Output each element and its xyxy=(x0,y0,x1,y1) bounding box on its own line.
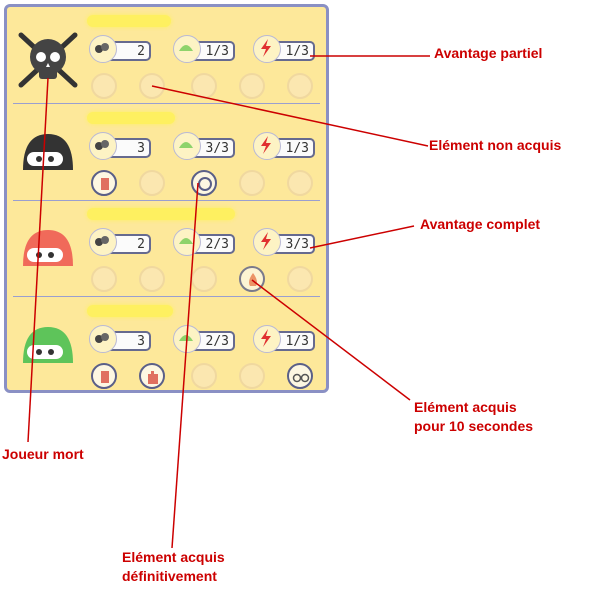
glove-element-off xyxy=(139,266,165,292)
ninja-icon xyxy=(23,134,73,170)
stat-shield: 2/3 xyxy=(173,325,235,353)
annotation-acquired-def-1: Elément acquis xyxy=(122,549,225,565)
stat-resources: 3 xyxy=(89,325,151,353)
shield-icon xyxy=(173,228,201,256)
row-divider xyxy=(13,296,320,297)
resources-icon xyxy=(89,228,117,256)
lightning-icon xyxy=(253,228,281,256)
annotation-complete: Avantage complet xyxy=(420,216,541,232)
row-divider xyxy=(13,103,320,104)
stat-shield: 2/3 xyxy=(173,228,235,256)
fire-element-off xyxy=(239,73,265,99)
player-name-blur xyxy=(87,208,235,220)
clock-element-off xyxy=(191,363,217,389)
player-name-blur xyxy=(87,15,171,27)
glasses-element-on xyxy=(287,363,313,389)
lightning-icon xyxy=(253,35,281,63)
ninja-icon xyxy=(23,327,73,363)
resources-icon xyxy=(89,325,117,353)
skull-icon xyxy=(18,32,78,88)
row-divider xyxy=(13,200,320,201)
stat-lightning: 3/3 xyxy=(253,228,315,256)
stat-lightning: 1/3 xyxy=(253,35,315,63)
stat-resources: 2 xyxy=(89,35,151,63)
glasses-element-off xyxy=(287,170,313,196)
annotation-dead: Joueur mort xyxy=(2,446,84,462)
lightning-icon xyxy=(253,325,281,353)
player-row: 2 1/3 1/3 xyxy=(7,7,326,104)
stat-lightning: 1/3 xyxy=(253,325,315,353)
stat-shield: 1/3 xyxy=(173,35,235,63)
boot-element-on xyxy=(91,170,117,196)
glove-element-on xyxy=(139,363,165,389)
boot-element-off xyxy=(91,266,117,292)
player-row: 3 2/3 1/3 xyxy=(7,297,326,393)
boot-element-off xyxy=(91,73,117,99)
stat-lightning: 1/3 xyxy=(253,132,315,160)
resources-icon xyxy=(89,35,117,63)
annotation-partial: Avantage partiel xyxy=(434,45,543,61)
player-name-blur xyxy=(87,112,175,124)
fire-element-off xyxy=(239,363,265,389)
resources-icon xyxy=(89,132,117,160)
shield-icon xyxy=(173,132,201,160)
player-row: 3 3/3 1/3 xyxy=(7,104,326,201)
stat-resources: 3 xyxy=(89,132,151,160)
annotation-acquired-10s-1: Elément acquis xyxy=(414,399,517,415)
player-name-blur xyxy=(87,305,173,317)
annotation-acquired-def-2: définitivement xyxy=(122,568,217,584)
glasses-element-off xyxy=(287,73,313,99)
fire-element-off xyxy=(239,170,265,196)
annotation-acquired-10s-2: pour 10 secondes xyxy=(414,418,534,434)
clock-element-off xyxy=(191,266,217,292)
lightning-icon xyxy=(253,132,281,160)
glove-element-off xyxy=(139,170,165,196)
annotation-not-acquired: Elément non acquis xyxy=(429,137,562,153)
glasses-element-off xyxy=(287,266,313,292)
shield-icon xyxy=(173,35,201,63)
boot-element-on xyxy=(91,363,117,389)
stat-resources: 2 xyxy=(89,228,151,256)
stat-shield: 3/3 xyxy=(173,132,235,160)
clock-element-on xyxy=(191,170,217,196)
